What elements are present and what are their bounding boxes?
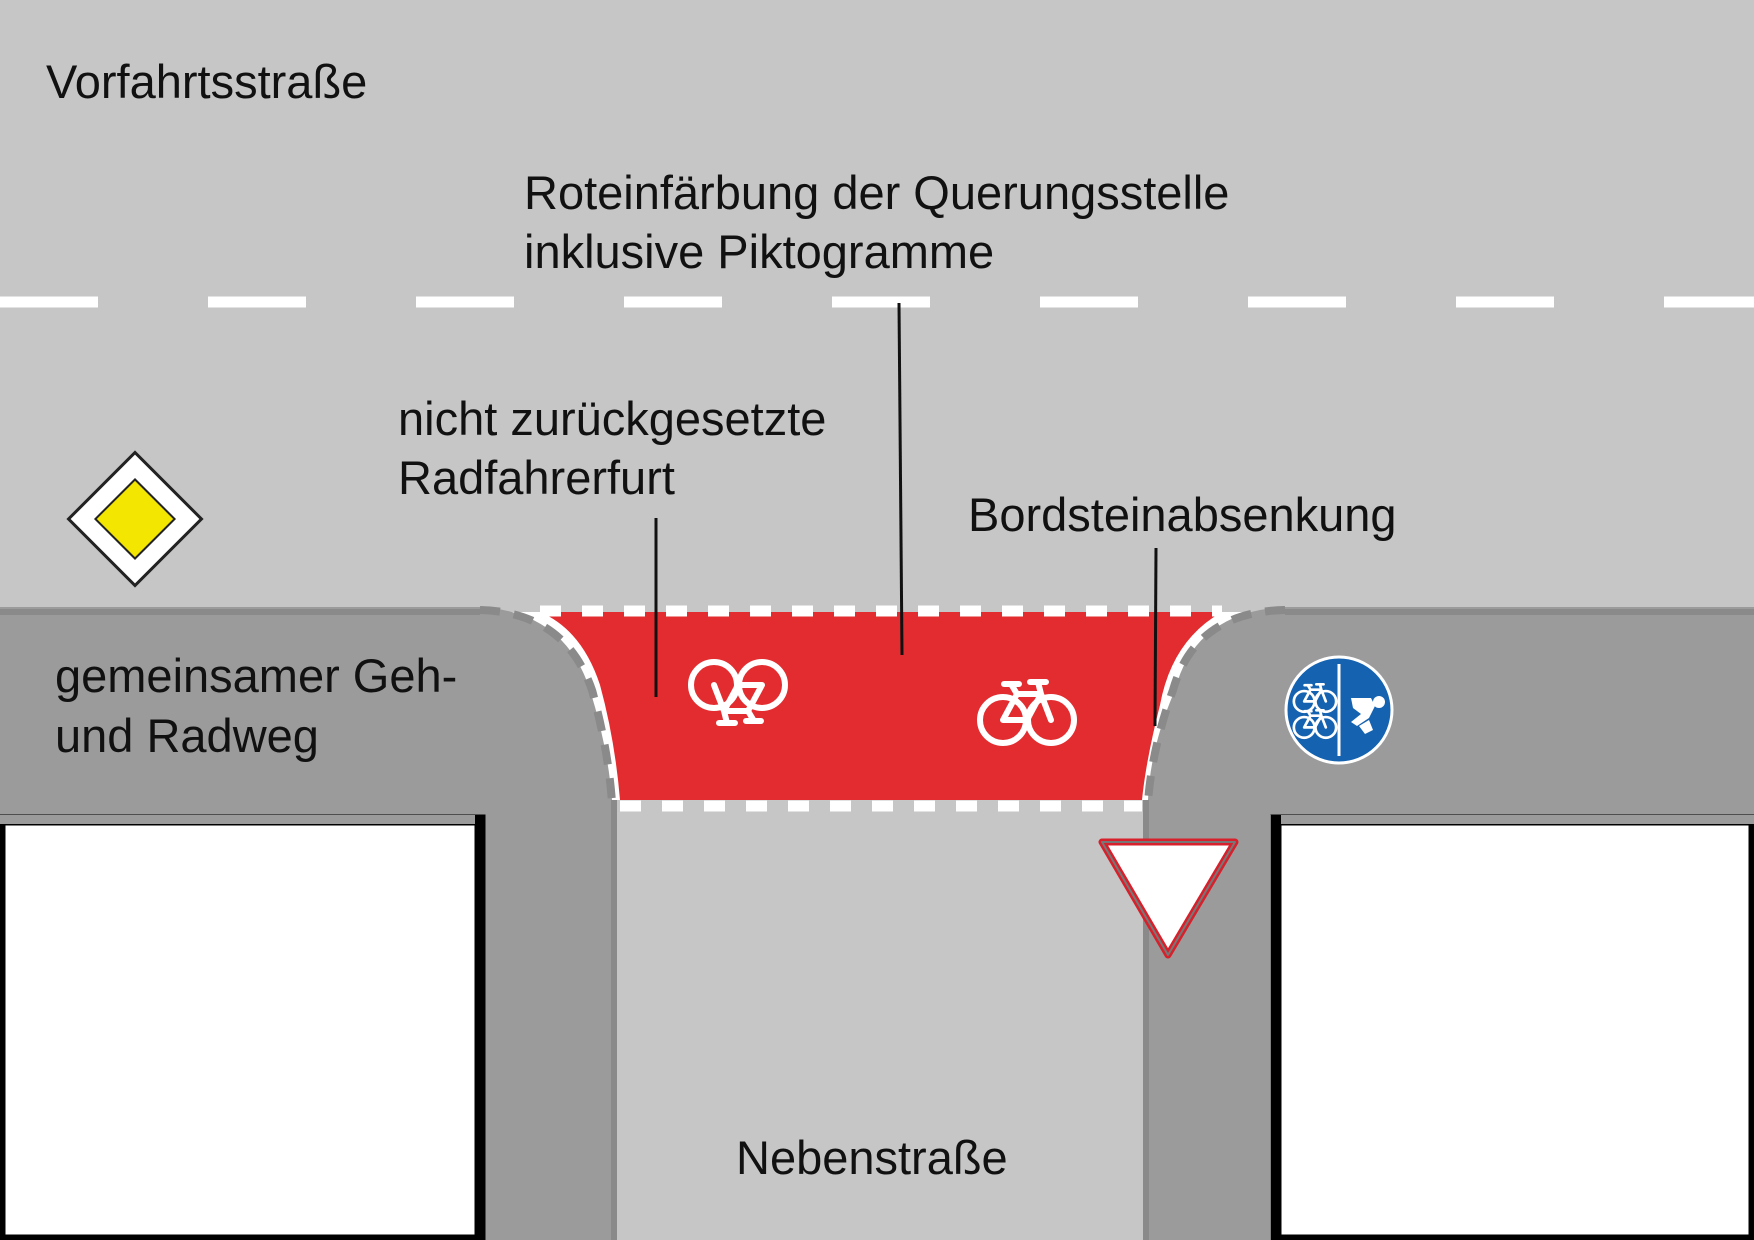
priority-road-sign-icon	[66, 450, 204, 588]
shared-path-area-right	[1148, 607, 1754, 1240]
lowered-curb-left	[479, 606, 616, 803]
curb-label: Bordsteinabsenkung	[968, 488, 1397, 541]
building-left	[0, 814, 486, 1240]
leader-line-curb	[1153, 547, 1158, 727]
red-marking-label-line2: inklusive Piktogramme	[524, 225, 995, 278]
crossing-label-line1: nicht zurückgesetzte	[398, 392, 827, 445]
main-road-label: Vorfahrtsstraße	[46, 55, 368, 108]
lowered-curb-right	[1144, 606, 1286, 803]
building-right	[1270, 814, 1754, 1240]
red-marking-label-line1: Roteinfärbung der Querungsstelle	[524, 166, 1230, 219]
side-road-label: Nebenstraße	[736, 1131, 1008, 1184]
side-road	[612, 800, 1148, 1240]
segregated-bike-pedestrian-sign-icon	[1284, 655, 1394, 765]
yield-sign-icon	[1098, 838, 1239, 959]
red-crossing	[540, 612, 1222, 800]
shared-path-label-line1: gemeinsamer Geh-	[55, 649, 458, 702]
crossing-label-line2: Radfahrerfurt	[398, 451, 675, 504]
shared-path-label-line2: und Radweg	[55, 709, 319, 762]
shared-path-area	[0, 607, 612, 1240]
leader-line-red-marking	[897, 302, 904, 656]
